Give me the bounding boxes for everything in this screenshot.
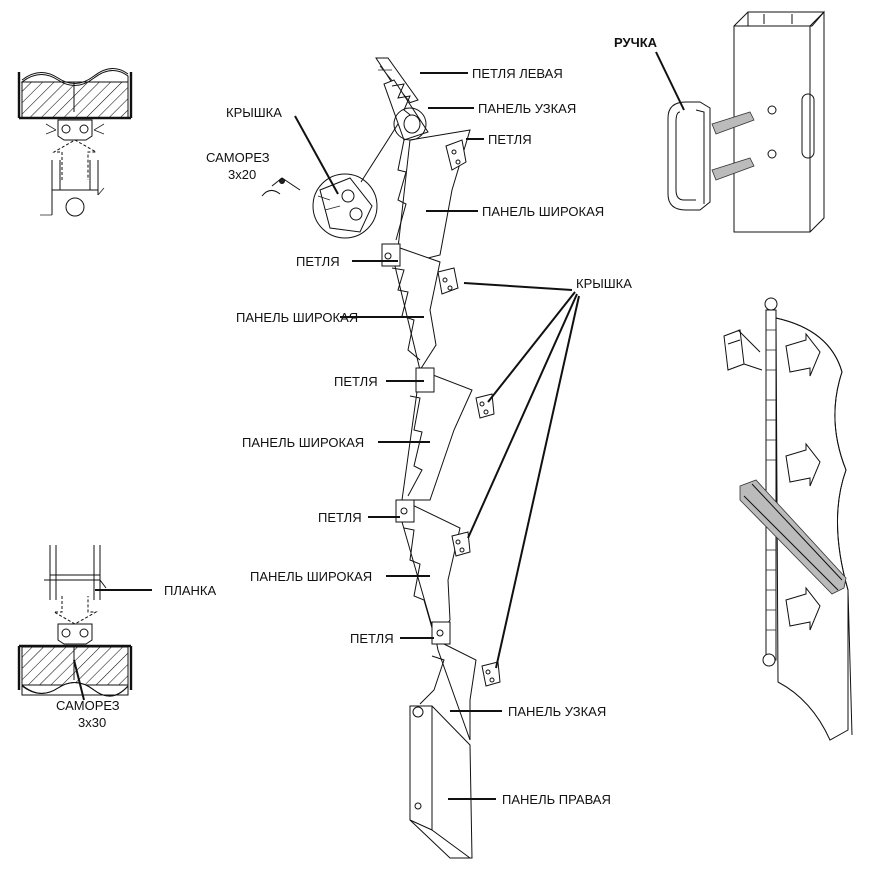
leader-lines [294,72,580,800]
label-panel-uzkaya-top: ПАНЕЛЬ УЗКАЯ [478,101,576,116]
label-petlya-2: ПЕТЛЯ [296,254,340,269]
label-panel-uzkaya-bottom: ПАНЕЛЬ УЗКАЯ [508,704,606,719]
label-samorez-top-1: САМОРЕЗ [206,150,270,165]
bottom-left-wall-section [17,545,152,701]
top-left-wall-section [17,68,133,217]
label-petlya-4: ПЕТЛЯ [318,510,362,525]
labels: ПЕТЛЯ ЛЕВАЯ ПАНЕЛЬ УЗКАЯ ПЕТЛЯ КРЫШКА СА… [56,35,658,807]
side-view-assembly [723,297,853,741]
label-kryshka-top: КРЫШКА [226,105,282,120]
label-petlya-levaya: ПЕТЛЯ ЛЕВАЯ [472,66,563,81]
label-planka: ПЛАНКА [164,583,217,598]
label-kryshka-main: КРЫШКА [576,276,632,291]
label-panel-shirokaya-1: ПАНЕЛЬ ШИРОКАЯ [482,204,604,219]
label-samorez-bottom-2: 3x30 [78,715,106,730]
label-petlya-top: ПЕТЛЯ [488,132,532,147]
label-samorez-top-2: 3x20 [228,167,256,182]
label-panel-pravaya: ПАНЕЛЬ ПРАВАЯ [502,792,611,807]
folding-door-stack [261,57,501,859]
label-petlya-3: ПЕТЛЯ [334,374,378,389]
label-panel-shirokaya-3: ПАНЕЛЬ ШИРОКАЯ [242,435,364,450]
label-panel-shirokaya-4: ПАНЕЛЬ ШИРОКАЯ [250,569,372,584]
handle-assembly [655,10,825,233]
label-ruchka: РУЧКА [614,35,658,50]
label-petlya-5: ПЕТЛЯ [350,631,394,646]
label-samorez-bottom-1: САМОРЕЗ [56,698,120,713]
label-panel-shirokaya-2: ПАНЕЛЬ ШИРОКАЯ [236,310,358,325]
